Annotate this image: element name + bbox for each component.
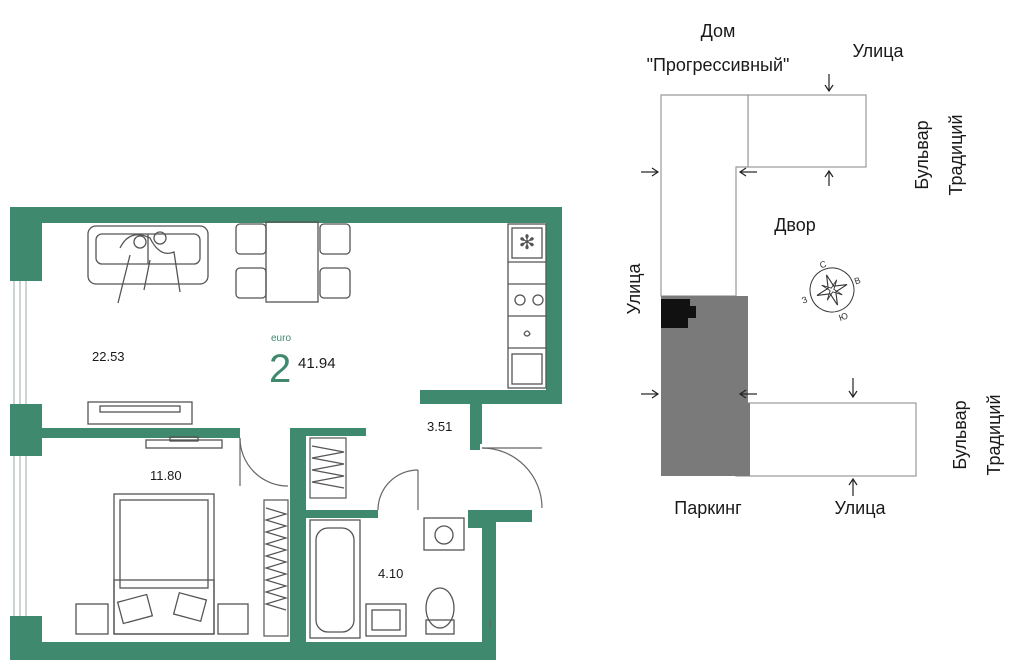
street-left-label: Улица <box>624 262 644 314</box>
doors <box>239 437 543 628</box>
compass-west: З <box>800 294 809 305</box>
entrance-arrows <box>641 74 858 496</box>
site-map: С В Ю З Дом "Прогрессивный" Улица Двор П… <box>624 21 1004 518</box>
boulevard-top-line2: Традиций <box>946 115 966 196</box>
compass-icon: С В Ю З <box>800 259 862 323</box>
apartment-type-label: euro <box>271 333 291 344</box>
sink <box>365 603 407 637</box>
yard-label: Двор <box>774 215 816 235</box>
parking-gap <box>736 403 750 476</box>
living-room-area: 22.53 <box>92 349 125 364</box>
tv-unit-bedroom <box>145 436 223 449</box>
bathtub <box>309 519 361 639</box>
svg-text:✻: ✻ <box>519 232 536 254</box>
room-count: 2 <box>269 347 291 391</box>
wardrobes <box>263 437 347 637</box>
bathroom-area: 4.10 <box>378 566 403 581</box>
apartment-plan: ✻ <box>10 207 562 660</box>
current-unit-marker <box>661 299 696 328</box>
street-bottom-label: Улица <box>834 498 886 518</box>
washing-machine <box>423 517 465 551</box>
house-name-line1: Дом <box>701 21 736 41</box>
boulevard-bottom-line1: Бульвар <box>950 400 970 469</box>
hall-area: 3.51 <box>427 419 452 434</box>
windows <box>13 281 27 616</box>
compass-east: В <box>853 275 862 286</box>
toilet <box>425 587 455 635</box>
bedroom-area: 11.80 <box>150 468 182 483</box>
parking-label: Паркинг <box>674 498 742 518</box>
inner-walls <box>10 428 482 642</box>
bed <box>113 493 215 635</box>
kitchen-unit: ✻ <box>507 223 547 389</box>
total-area: 41.94 <box>298 355 336 372</box>
sofa <box>87 225 209 304</box>
boulevard-bottom-line2: Традиций <box>984 395 1004 476</box>
tv-unit-living <box>87 401 193 425</box>
dining-table <box>235 221 351 303</box>
compass-north: С <box>818 259 828 271</box>
compass-south: Ю <box>837 310 849 323</box>
boulevard-top-line1: Бульвар <box>912 120 932 189</box>
building-outline <box>660 94 917 477</box>
street-top-label: Улица <box>852 41 904 61</box>
house-name-line2: "Прогрессивный" <box>647 55 790 75</box>
nightstands <box>75 603 249 635</box>
